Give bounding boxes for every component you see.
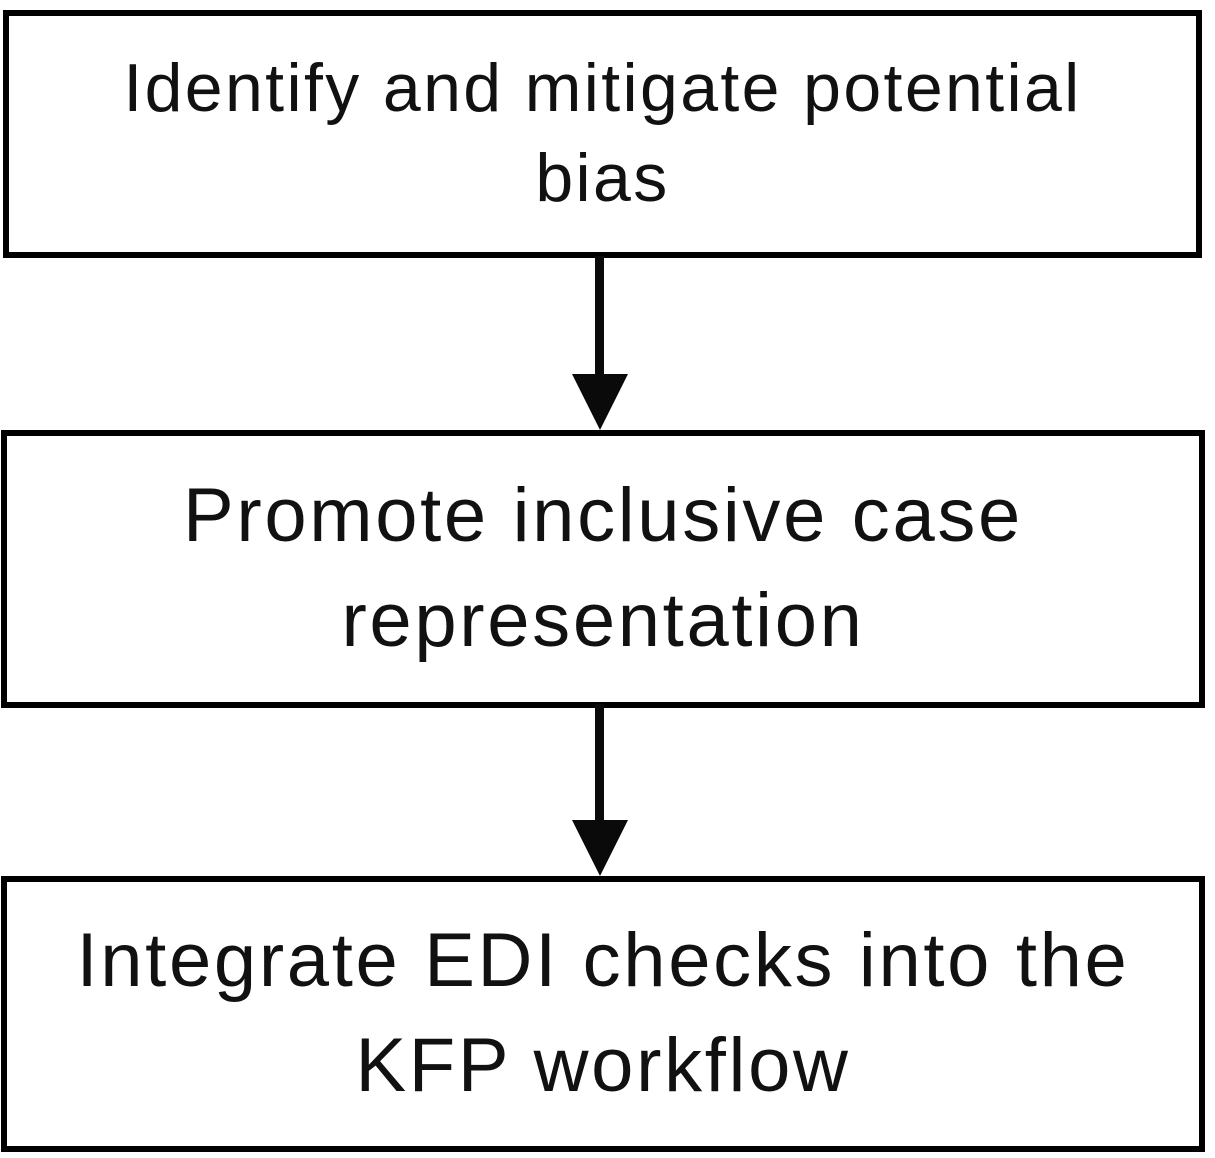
flow-step-inclusive-representation: Promote inclusive case representation — [1, 430, 1205, 708]
flow-step-label: Identify and mitigate potential bias — [123, 50, 1082, 216]
down-arrow-head-icon — [572, 820, 628, 876]
flow-step-label: Integrate EDI checks into the KFP workfl… — [76, 918, 1130, 1108]
down-arrow-head-icon — [572, 374, 628, 430]
down-arrow-icon — [595, 256, 604, 378]
flow-step-edi-checks-workflow: Integrate EDI checks into the KFP workfl… — [1, 876, 1205, 1152]
flow-step-identify-bias: Identify and mitigate potential bias — [3, 10, 1202, 258]
down-arrow-icon — [595, 704, 604, 824]
flow-step-label: Promote inclusive case representation — [183, 473, 1023, 663]
